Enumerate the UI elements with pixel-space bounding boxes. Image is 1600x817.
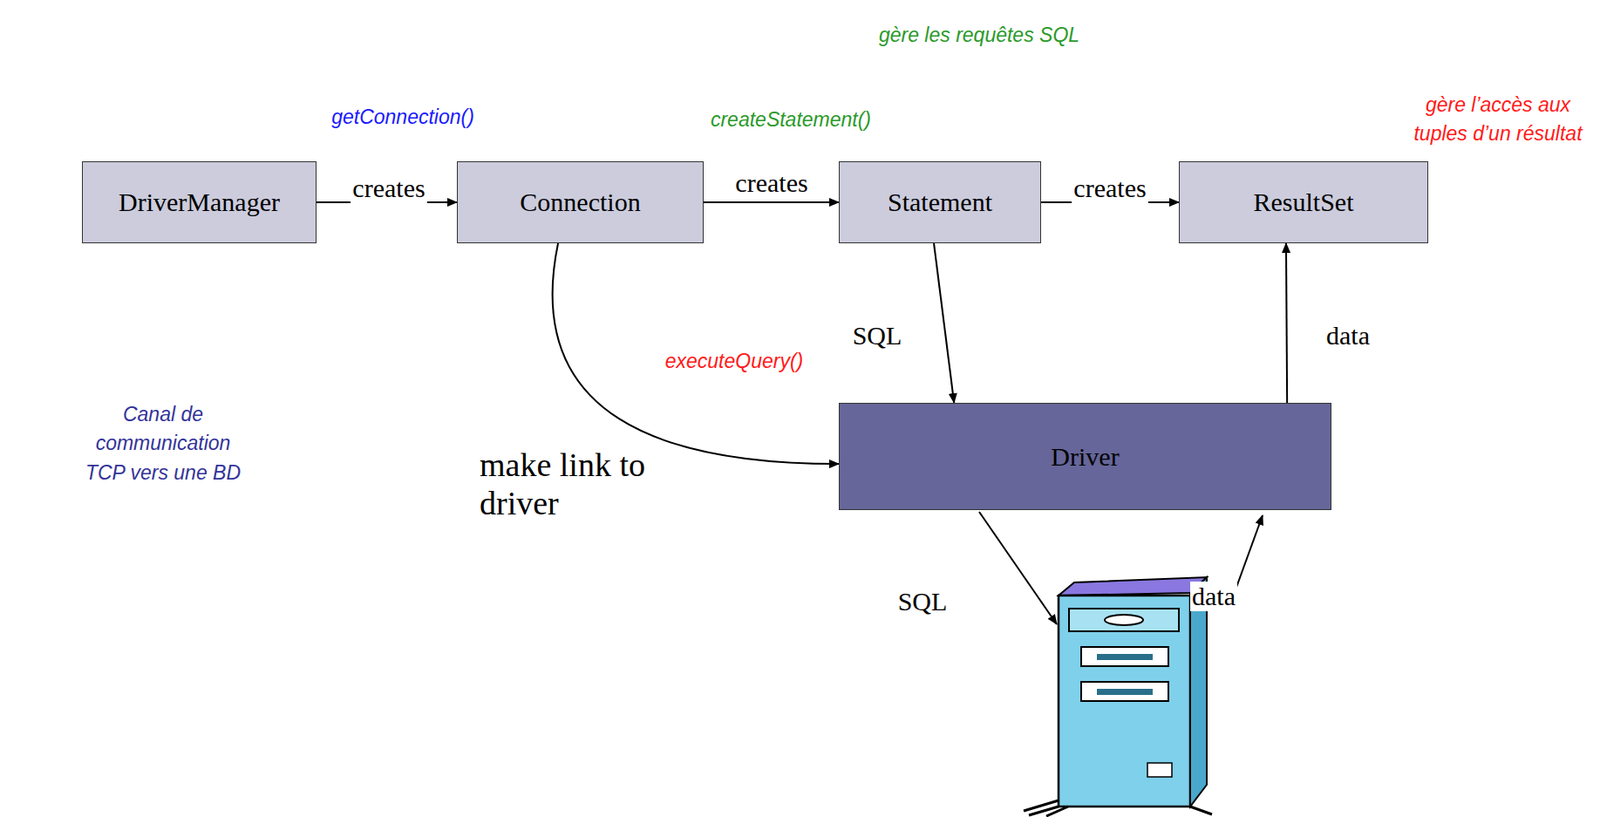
method-name: getConnection()	[331, 102, 475, 132]
server-drive	[1104, 614, 1144, 626]
edge-label: make link to driver	[477, 446, 656, 523]
class-name: Statement	[875, 187, 1005, 218]
class-name: DriverManager	[106, 187, 293, 218]
driver-box: Driver	[838, 402, 1332, 511]
server-icon	[1023, 577, 1212, 817]
class-box: DriverManager	[81, 161, 317, 244]
edge-label: creates	[733, 168, 810, 198]
edge-label: SQL	[851, 320, 905, 351]
annotation: gère l’accès aux tuples d’un résultat	[1402, 90, 1594, 150]
wire-label: SQL	[896, 586, 950, 617]
method-name: createStatement()	[710, 105, 872, 135]
connector-arrow	[933, 243, 954, 403]
server-slot	[1096, 688, 1153, 695]
class-box: ResultSet	[1178, 161, 1429, 244]
server-bay	[1081, 681, 1169, 702]
server-panel	[1147, 762, 1172, 777]
method-name: executeQuery()	[665, 347, 804, 376]
server-slot	[1096, 653, 1153, 661]
connector-arrow	[703, 201, 839, 204]
wire-label: data	[1190, 581, 1238, 612]
server-bay	[1068, 608, 1179, 632]
annotation: Canal de communication TCP vers une BD	[75, 400, 251, 488]
annotation: gère les requêtes SQL	[878, 20, 1080, 50]
class-name: Connection	[507, 187, 653, 218]
connector-arrow	[1286, 243, 1287, 403]
server-front	[1058, 595, 1191, 807]
connector-arrow	[552, 243, 839, 464]
edge-label: creates	[1071, 173, 1148, 204]
sql-wire	[979, 511, 1057, 625]
class-name: ResultSet	[1240, 187, 1366, 218]
server-top	[1058, 577, 1207, 596]
edge-label: data	[1324, 320, 1372, 351]
class-box: Statement	[838, 161, 1042, 244]
class-box: Connection	[456, 161, 704, 244]
server-right	[1190, 577, 1207, 807]
server-shadow	[1023, 800, 1212, 817]
edge-label: creates	[350, 173, 427, 204]
class-name: Driver	[1038, 442, 1131, 472]
server-bay	[1081, 646, 1169, 667]
